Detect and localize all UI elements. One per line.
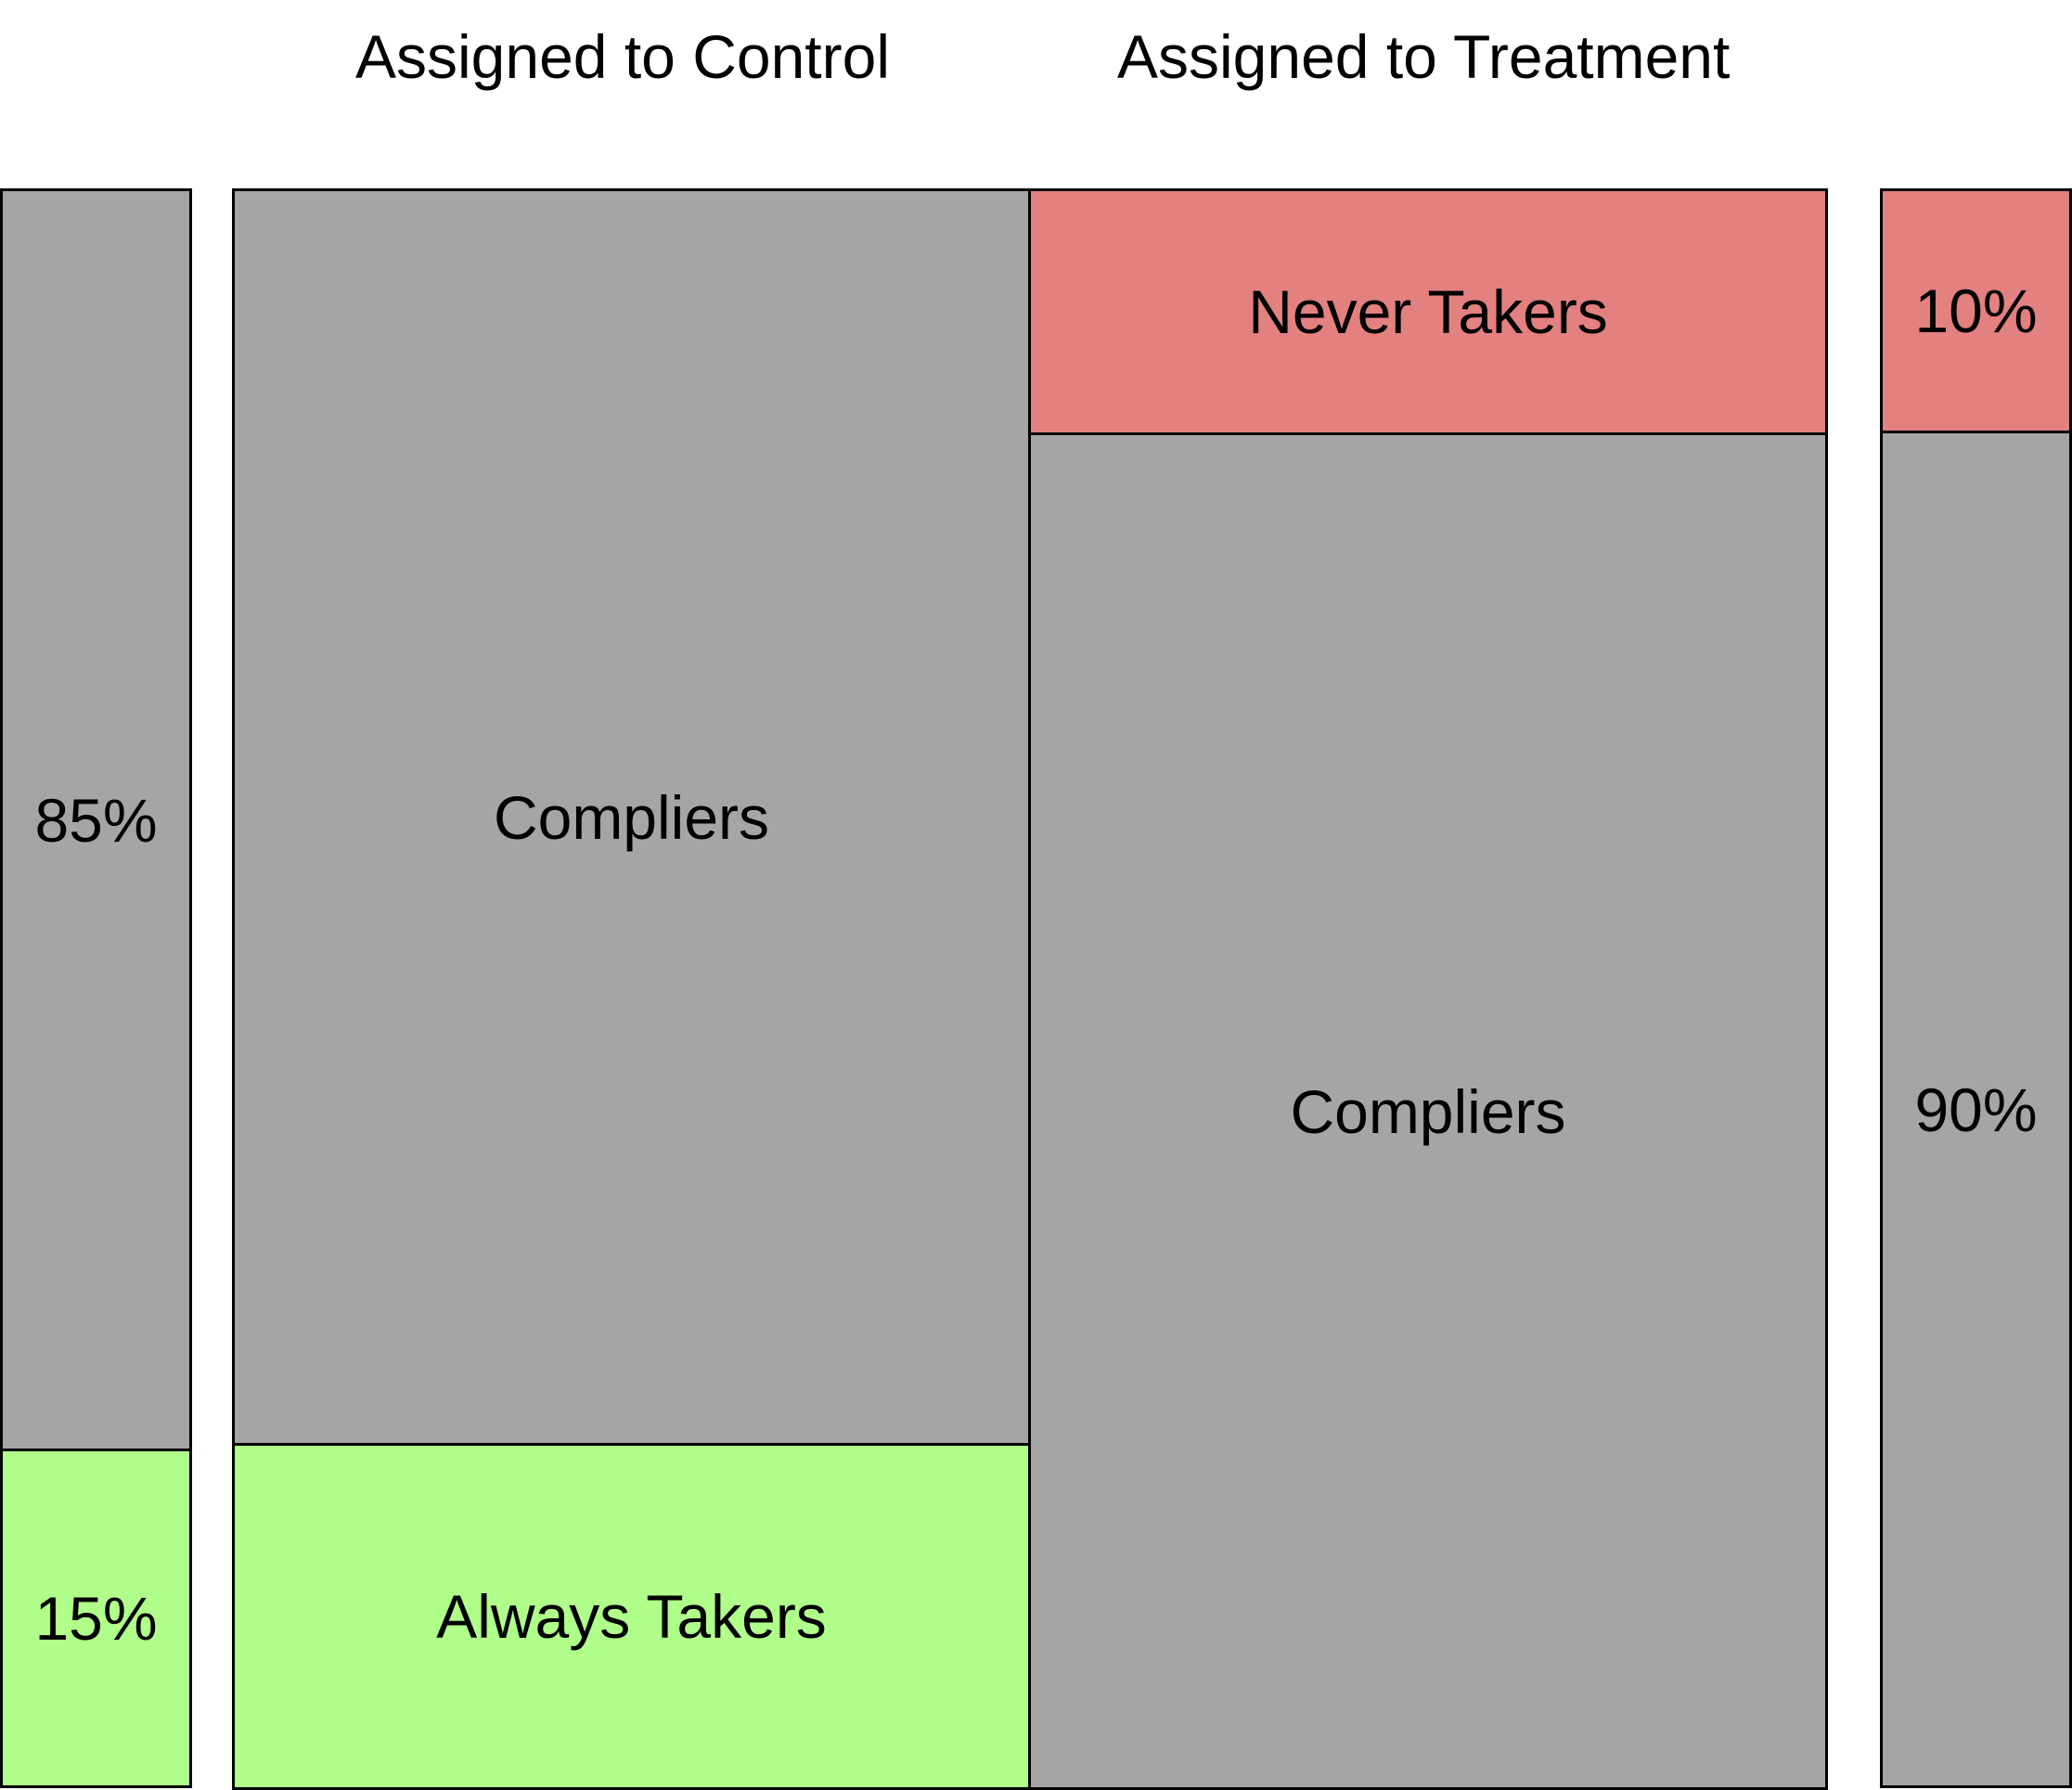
control-compliers-label: Compliers [493,782,770,852]
treatment-never-takers-label: Never Takers [1248,277,1608,346]
left-bar-compliers-percent: 85% [34,785,158,855]
left-bar-compliers-share: 85% [0,188,192,1451]
header-assigned-to-treatment: Assigned to Treatment [1117,22,1731,91]
treatment-compliers-block: Compliers [1028,432,1828,1790]
left-bar-always-takers-percent: 15% [34,1584,158,1653]
right-bar-never-takers-share: 10% [1880,188,2072,433]
control-compliers-block: Compliers [232,188,1031,1446]
right-bar-never-takers-percent: 10% [1914,277,2038,345]
treatment-never-takers-block: Never Takers [1028,188,1828,435]
header-assigned-to-control: Assigned to Control [355,22,890,91]
control-always-takers-label: Always Takers [436,1582,827,1651]
right-bar-compliers-percent: 90% [1914,1075,2038,1144]
control-always-takers-block: Always Takers [232,1443,1031,1790]
right-bar-compliers-share: 90% [1880,431,2072,1788]
left-bar-always-takers-share: 15% [0,1449,192,1788]
treatment-compliers-label: Compliers [1290,1076,1566,1146]
